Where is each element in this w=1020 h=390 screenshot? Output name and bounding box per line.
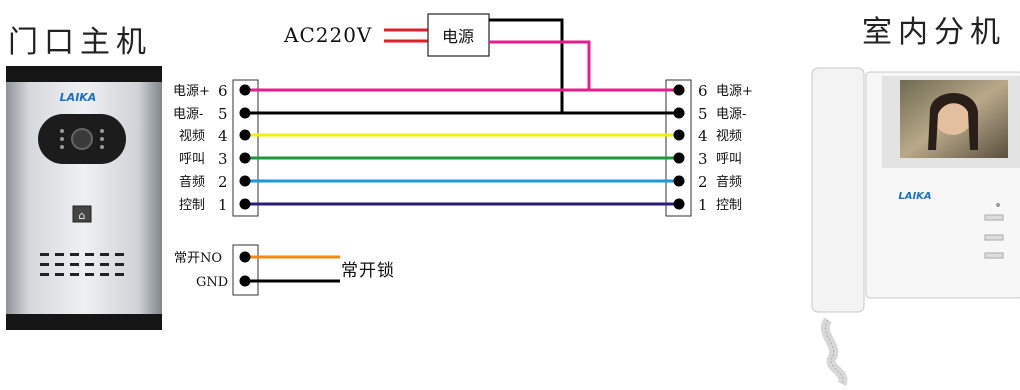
- indoor-terminal-label: 电源-: [716, 107, 746, 122]
- indoor-unit-title: 室内分机: [862, 15, 1006, 50]
- terminal-dot-lock-gnd: [239, 275, 251, 287]
- outdoor-terminal-label: 电源+: [173, 84, 210, 99]
- indoor-terminal-block: [665, 79, 692, 217]
- outdoor-terminal-number: 2: [218, 173, 228, 191]
- power-supply-box: [427, 13, 490, 57]
- outdoor-terminal-number: 6: [218, 82, 228, 100]
- lock-terminal-label-no: 常开NO: [174, 251, 222, 266]
- terminal-dot-out-6: [239, 84, 251, 96]
- terminal-dot-out-4: [239, 129, 251, 141]
- terminal-dot-in-6: [673, 84, 685, 96]
- indoor-terminal-label: 音频: [716, 174, 742, 190]
- indoor-terminal-label: 视频: [716, 129, 742, 144]
- terminal-dot-in-1: [673, 198, 685, 210]
- power-supply-label: 电源: [442, 27, 474, 46]
- bus-wires: [245, 88, 679, 206]
- indoor-terminal-label: 电源+: [716, 84, 753, 99]
- indoor-terminal-number: 1: [698, 196, 708, 214]
- outdoor-terminal-label: 电源-: [173, 107, 203, 122]
- indoor-terminal-number: 6: [698, 82, 708, 100]
- outdoor-unit-title: 门口主机: [8, 25, 152, 60]
- indoor-terminal-number: 5: [698, 105, 708, 123]
- terminal-dot-out-5: [239, 107, 251, 119]
- outdoor-terminal-block: [232, 79, 259, 217]
- psu-plus-wire: [489, 40, 591, 90]
- outdoor-brand-logo: LAIKA: [60, 91, 97, 104]
- indoor-unit-image: [811, 67, 1020, 387]
- outdoor-terminal-number: 1: [218, 196, 228, 214]
- terminal-dot-out-1: [239, 198, 251, 210]
- outdoor-terminal-label: 呼叫: [179, 152, 205, 167]
- outdoor-terminal-number: 3: [218, 150, 228, 168]
- outdoor-terminal-label: 控制: [179, 198, 205, 213]
- outdoor-terminal-label: 音频: [179, 174, 205, 190]
- terminal-dot-lock-no: [239, 251, 251, 263]
- terminal-dot-out-2: [239, 175, 251, 187]
- indoor-terminal-label: 呼叫: [716, 152, 742, 167]
- terminal-dot-in-5: [673, 107, 685, 119]
- terminal-dot-out-3: [239, 152, 251, 164]
- outdoor-terminal-number: 5: [218, 105, 228, 123]
- outdoor-terminal-label: 视频: [179, 129, 205, 144]
- indoor-terminal-number: 4: [698, 127, 708, 145]
- outdoor-terminal-number: 4: [218, 127, 228, 145]
- indoor-terminal-label: 控制: [716, 198, 742, 213]
- indoor-brand-logo: LAIKA: [898, 191, 931, 202]
- outdoor-unit-image: ⌂: [6, 66, 162, 330]
- ac220v-label: AC220V: [283, 23, 372, 47]
- terminal-dot-in-3: [673, 152, 685, 164]
- psu-minus-wire: [489, 18, 564, 113]
- terminal-dot-in-2: [673, 175, 685, 187]
- lock-terminal-label-gnd: GND: [196, 275, 228, 290]
- terminal-dot-in-4: [673, 129, 685, 141]
- indoor-terminal-number: 2: [698, 173, 708, 191]
- svg-text:⌂: ⌂: [79, 209, 86, 222]
- indoor-terminal-number: 3: [698, 150, 708, 168]
- lock-label: 常开锁: [341, 261, 395, 281]
